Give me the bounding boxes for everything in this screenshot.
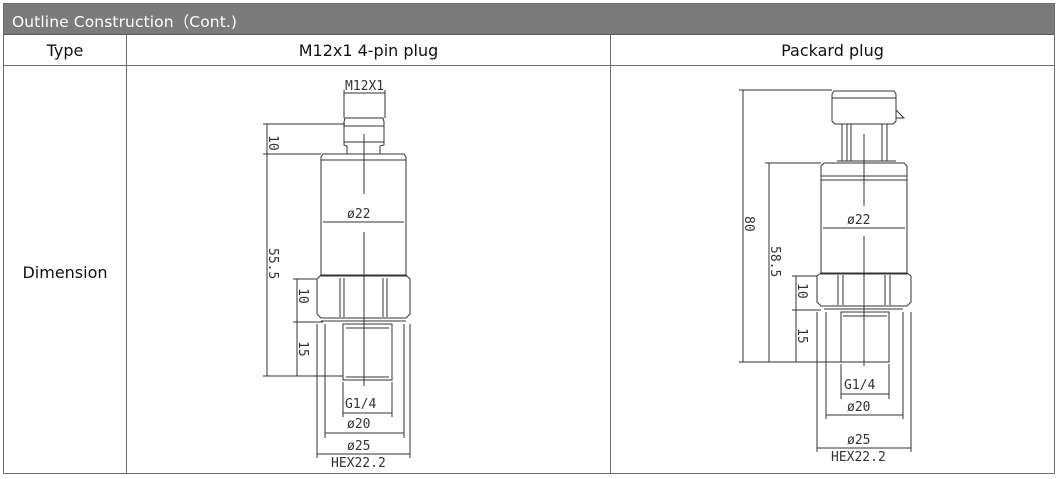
packard-body-diameter-label: ø22 (847, 213, 870, 228)
packard-thread-diameter-label: ø20 (847, 400, 870, 415)
outline-construction-table: Outline Construction（Cont.) Type M12x1 4… (3, 3, 1055, 474)
type-row: Type M12x1 4-pin plug Packard plug (4, 35, 1054, 66)
m12-hex-diameter-label: ø25 (347, 439, 370, 454)
table-title: Outline Construction（Cont.) (12, 13, 238, 31)
m12-plug-drawing: M12X1 ø22 10 55.5 10 15 G1/4 ø20 ø25 HEX… (263, 79, 411, 471)
packard-hex-height-label: 10 (794, 283, 809, 299)
m12-thread-length-label: 15 (295, 341, 310, 357)
dimension-row: Dimension (4, 66, 1054, 473)
dimension-label: Dimension (22, 263, 108, 282)
packard-g14-label: G1/4 (844, 378, 875, 393)
type-label: Type (46, 41, 84, 60)
packard-thread-length-label: 15 (794, 328, 809, 344)
packard-overall-height-label: 80 (741, 216, 756, 232)
m12-g14-label: G1/4 (345, 397, 376, 412)
packard-plug-header: Packard plug (781, 41, 884, 60)
m12-body-diameter-label: ø22 (347, 207, 370, 222)
m12-connector-height-label: 10 (265, 135, 280, 151)
m12-hex-height-label: 10 (295, 288, 310, 304)
packard-body-height-label: 58.5 (767, 246, 782, 277)
packard-hex-diameter-label: ø25 (847, 433, 870, 448)
packard-header-cell: Packard plug (611, 35, 1054, 65)
dimension-label-cell: Dimension (4, 66, 127, 473)
m12-thread-label: M12X1 (345, 79, 384, 94)
type-label-cell: Type (4, 35, 127, 65)
table-title-bar: Outline Construction（Cont.) (4, 4, 1054, 35)
packard-drawing-cell: 80 58.5 ø22 10 15 G1/4 ø20 ø25 HEX22.2 (611, 66, 1054, 473)
m12-hex-size-label: HEX22.2 (331, 456, 386, 471)
packard-plug-drawing: 80 58.5 ø22 10 15 G1/4 ø20 ø25 HEX22.2 (739, 89, 912, 465)
m12-header-cell: M12x1 4-pin plug (127, 35, 611, 65)
m12-total-height-label: 55.5 (265, 248, 280, 279)
packard-hex-size-label: HEX22.2 (831, 450, 886, 465)
m12-drawing-cell: M12X1 ø22 10 55.5 10 15 G1/4 ø20 ø25 HEX… (127, 66, 611, 473)
m12-plug-header: M12x1 4-pin plug (298, 41, 439, 60)
m12-thread-diameter-label: ø20 (347, 417, 370, 432)
